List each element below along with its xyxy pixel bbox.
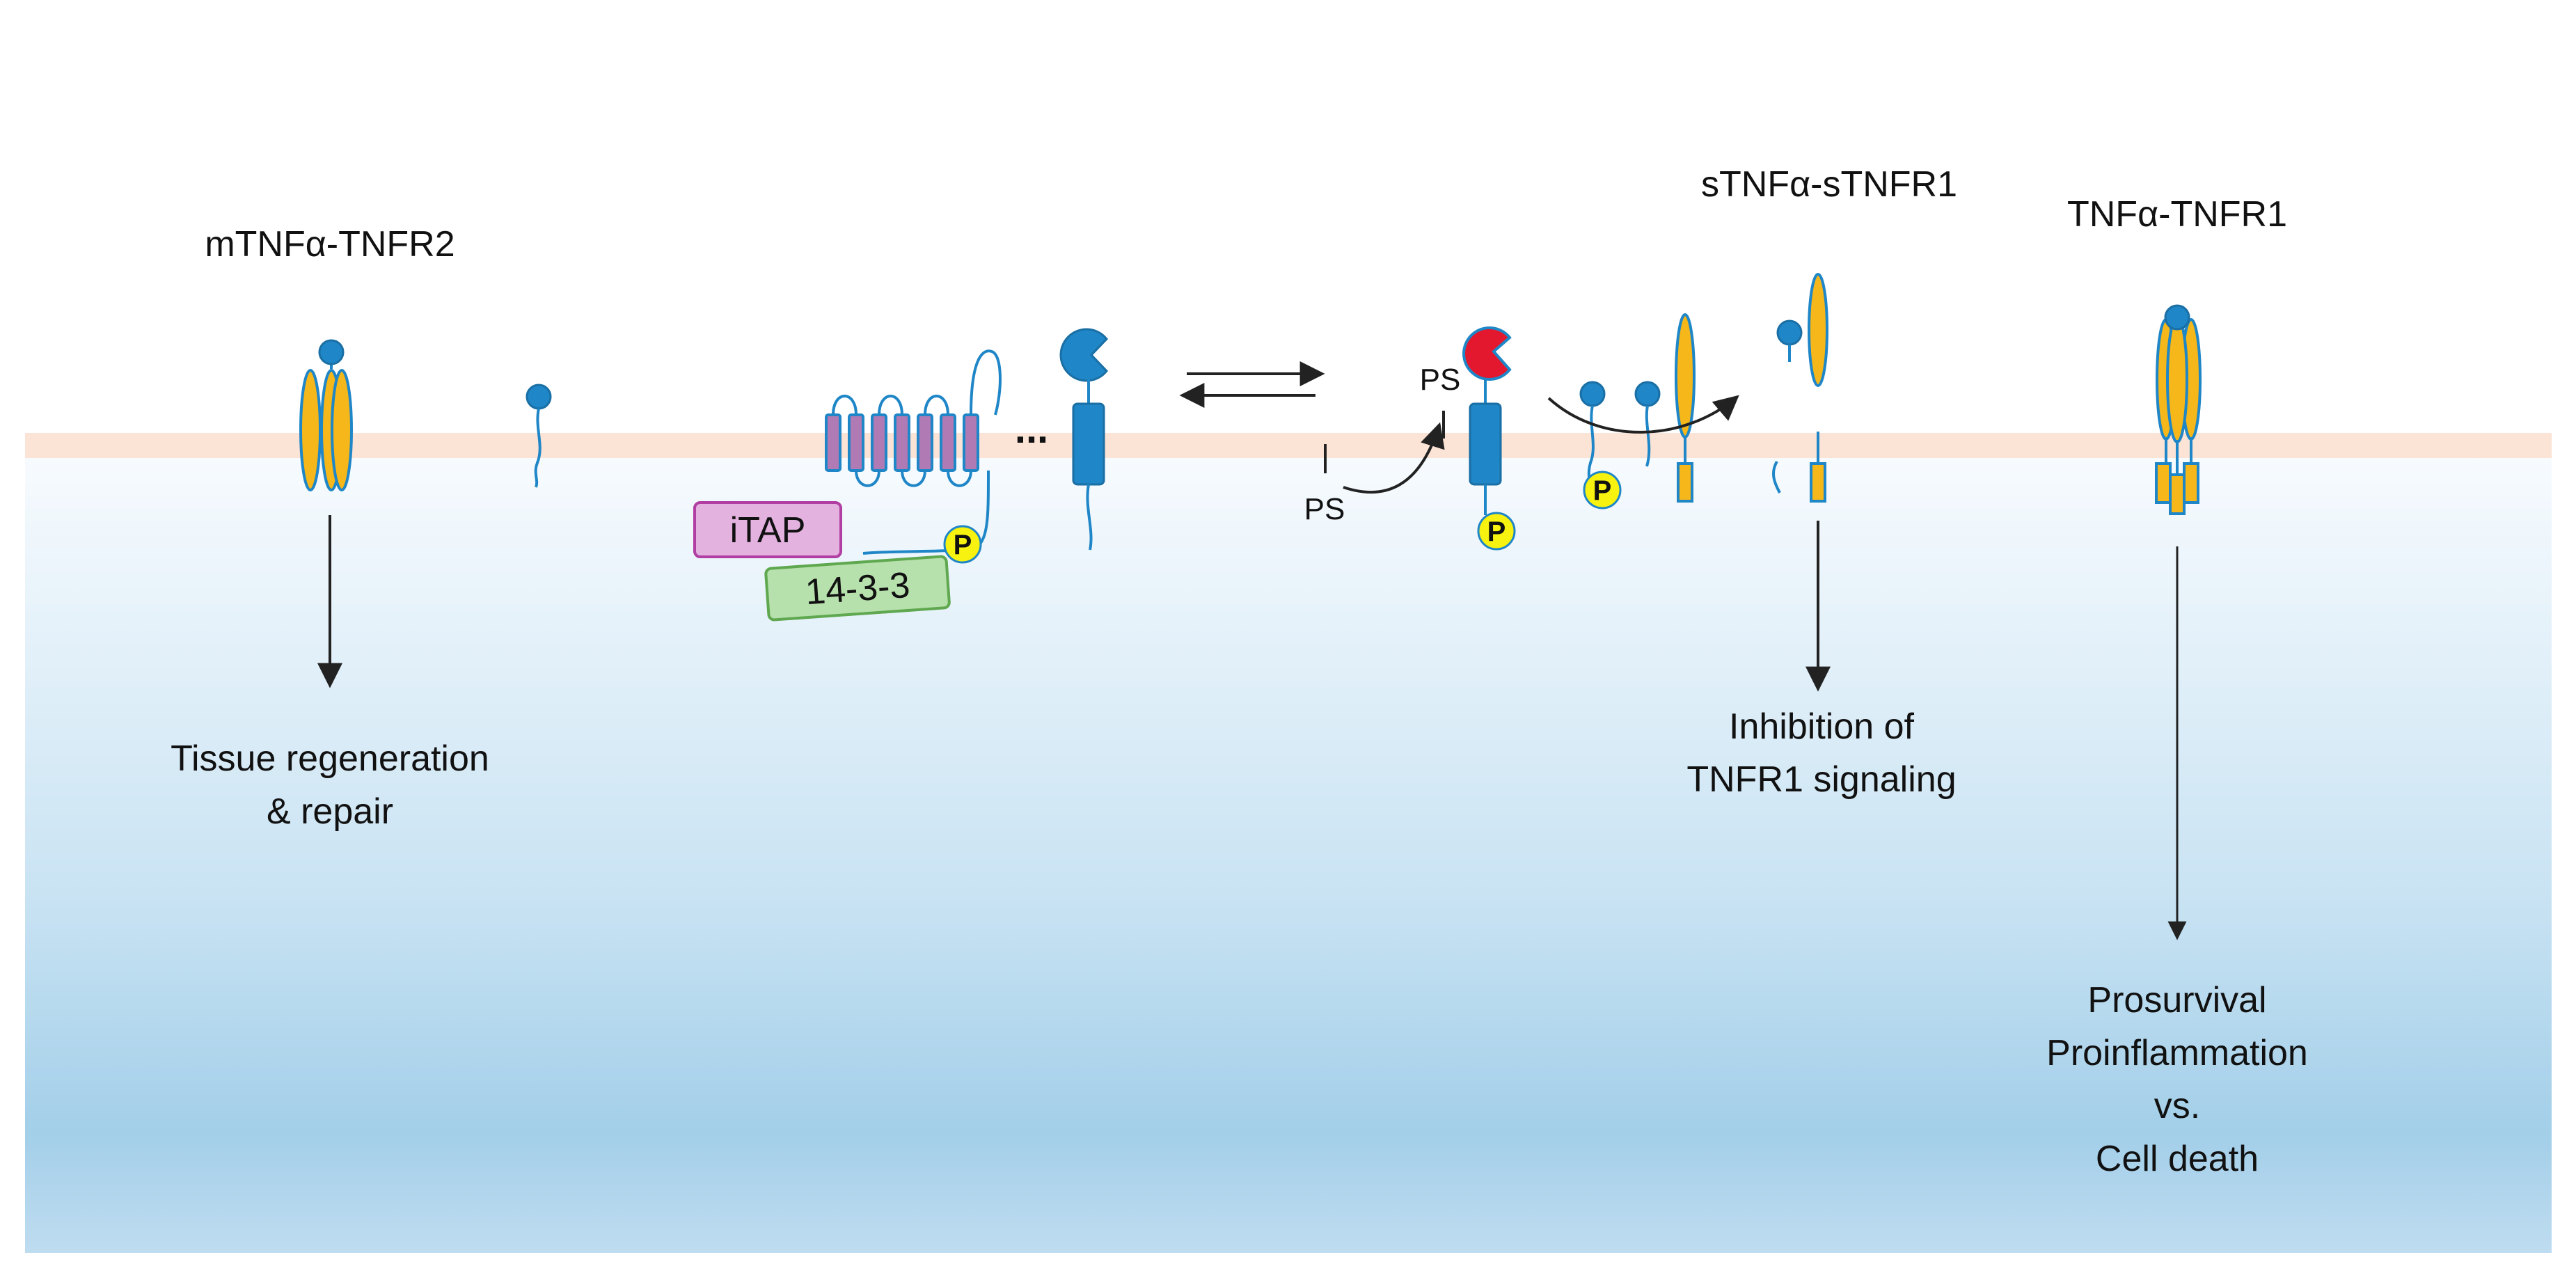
phospho-badge-2: P — [1477, 512, 1516, 551]
itap-label: iTAP — [730, 510, 806, 551]
phospho-badge-1: P — [943, 525, 982, 564]
multipass-loops — [832, 349, 1002, 555]
outcome-stnfr1-line2: TNFR1 signaling — [1686, 759, 1956, 800]
outcome-stnfr1-line1: Inhibition of — [1729, 706, 1915, 747]
ps-label-bottom: PS — [1304, 492, 1345, 526]
stnfr1-complex — [1772, 273, 1828, 503]
outcome-tnfr1-line2: Proinflammation — [2046, 1033, 2308, 1073]
ps-label-top: PS — [1420, 363, 1461, 397]
ellipsis-label: ... — [1015, 406, 1048, 452]
outcome-tnfr2-line2: & repair — [267, 791, 393, 832]
svg-text:P: P — [1487, 516, 1506, 547]
label-tnf-tnfr1: TNFα-TNFR1 — [2067, 194, 2287, 235]
tnfr2-complex — [299, 339, 353, 491]
shedding-arrow — [1547, 395, 1739, 434]
ps-flip-arrow — [1343, 422, 1445, 494]
label-14-3-3: 14-3-3 — [804, 565, 911, 613]
outcome-tnfr2-line1: Tissue regeneration — [171, 739, 489, 779]
svg-text:P: P — [954, 530, 972, 560]
outcome-tnfr1-line3: vs. — [2154, 1086, 2200, 1126]
active-adam17 — [1462, 326, 1512, 515]
box-14-3-3: 14-3-3 — [764, 555, 951, 622]
outcome-tnfr1-line1: Prosurvival — [2087, 980, 2266, 1020]
phospho-badge-3: P — [1583, 471, 1622, 510]
adam17-protease — [1059, 328, 1108, 551]
tnfr1-complex — [2155, 304, 2202, 515]
label-mtnf-tnfr2: mTNFα-TNFR2 — [205, 224, 455, 264]
itap-box: iTAP — [693, 501, 842, 558]
svg-text:P: P — [1593, 475, 1612, 506]
label-stnf-stnfr1: sTNFα-sTNFR1 — [1701, 164, 1957, 205]
outcome-tnfr1-line4: Cell death — [2096, 1139, 2259, 1179]
lollipop-ligand — [526, 384, 552, 488]
cytoplasm-region — [25, 456, 2552, 1253]
substrate-ligands — [1579, 313, 1696, 503]
multipass-protein — [825, 413, 979, 472]
cell-membrane — [25, 433, 2552, 458]
